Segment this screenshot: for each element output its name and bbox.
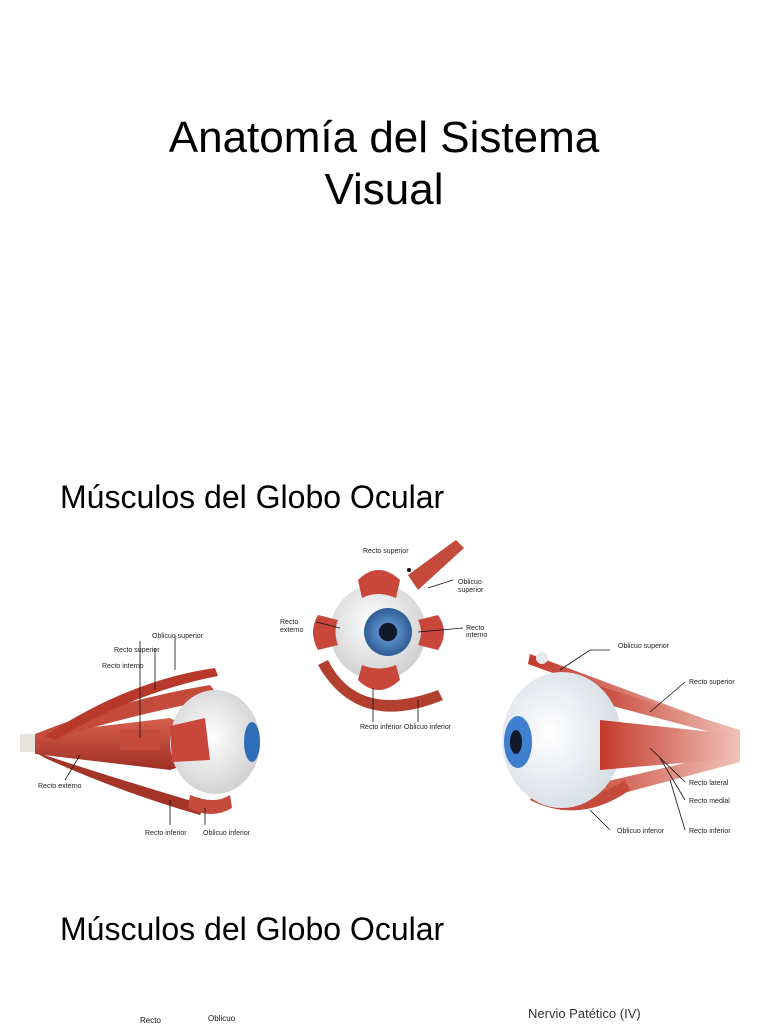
recto-inferior-muscle	[35, 752, 205, 815]
recto-externo-front	[313, 615, 338, 650]
oblicuo-inferior-sling	[318, 660, 443, 712]
label-recto-bottom: Recto	[140, 1016, 161, 1024]
label-oblicuo-inferior-left: Oblicuo inferior	[203, 830, 251, 837]
bottom-labels-strip: Recto Oblicuo Nervio Patético (IV)	[140, 1006, 641, 1024]
recto-superior-right	[580, 680, 740, 740]
label-recto-externo-front-2: externo	[280, 627, 303, 634]
label-recto-superior-left: Recto superior	[114, 647, 160, 654]
recto-interno-muscle	[120, 730, 160, 750]
iris-icon	[244, 722, 260, 762]
label-recto-superior-front: Recto superior	[363, 548, 409, 555]
recto-inferior-front	[358, 665, 400, 690]
recto-superior-muscle	[35, 685, 220, 740]
recto-superior-front	[358, 570, 400, 598]
section-heading-2: Músculos del Globo Ocular	[60, 911, 445, 947]
recto-lateral-insertion	[170, 718, 210, 762]
label-oblicuo-superior-left: Oblicuo superior	[152, 633, 204, 640]
right-eye-illustration: Oblicuo superior Recto superior Recto la…	[502, 643, 740, 835]
recto-interno-front	[418, 615, 444, 650]
label-recto-interno-front-2: interno	[466, 632, 488, 639]
label-nervio-patetico: Nervio Patético (IV)	[528, 1006, 641, 1021]
label-recto-interno-front-1: Recto	[466, 625, 484, 632]
label-recto-medial-right: Recto medial	[689, 798, 730, 805]
label-recto-inferior-left: Recto inferior	[145, 830, 187, 837]
oblicuo-inferior-muscle	[188, 795, 232, 814]
label-recto-inferior-front: Recto inferior	[360, 724, 402, 731]
label-oblicuo-bottom: Oblicuo	[208, 1014, 236, 1023]
front-eye-illustration: Recto superior Oblicuo superior Recto ex…	[280, 540, 488, 731]
label-oblicuo-superior-right: Oblicuo superior	[618, 643, 670, 650]
label-recto-interno-left: Recto interno	[102, 663, 144, 670]
label-oblicuo-inferior-right: Oblicuo inferior	[617, 828, 665, 835]
oblicuo-superior-muscle	[45, 668, 218, 740]
label-recto-externo-front-1: Recto	[280, 619, 298, 626]
slide-title-line-2: Visual	[324, 165, 444, 214]
eyeball	[170, 690, 260, 794]
label-recto-superior-right: Recto superior	[689, 679, 735, 686]
pupil-icon	[379, 623, 397, 641]
slide-title-line-1: Anatomía del Sistema	[168, 113, 600, 162]
label-oblicuo-inferior-front: Oblicuo inferior	[404, 724, 452, 731]
eyeball-right	[502, 672, 622, 808]
label-recto-externo-left: Recto externo	[38, 783, 82, 790]
slide-title: Anatomía del Sistema Visual	[0, 112, 768, 216]
section-heading-1: Músculos del Globo Ocular	[60, 479, 445, 515]
label-oblicuo-superior-front-2: superior	[458, 587, 484, 594]
label-recto-lateral-right: Recto lateral	[689, 780, 729, 787]
recto-lateral-right	[600, 720, 740, 770]
label-recto-inferior-right: Recto inferior	[689, 828, 731, 835]
lateral-eye-illustration: Oblicuo superior Recto superior Recto in…	[20, 633, 260, 837]
label-oblicuo-superior-front-1: Oblicuo	[458, 579, 482, 586]
oblicuo-superior-tendon	[408, 540, 464, 590]
